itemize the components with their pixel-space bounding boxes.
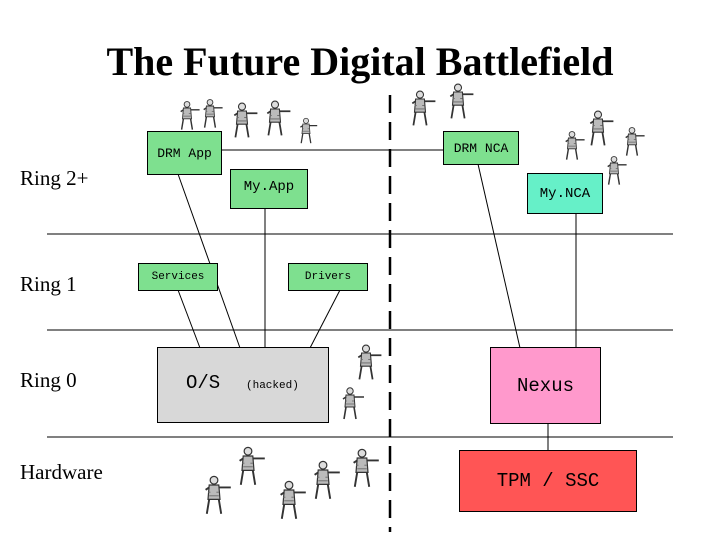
soldier-icon (352, 448, 380, 488)
soldier-icon (202, 98, 224, 129)
services-label: Services (151, 271, 205, 283)
drivers-label: Drivers (304, 271, 352, 283)
mynca-box: My.NCA (527, 173, 603, 214)
soldier-icon (233, 102, 259, 139)
hardware-label: Hardware (20, 460, 103, 484)
soldier-icon (606, 155, 628, 186)
os-box: O/S (hacked) (157, 347, 329, 423)
tpm-ssc-box: TPM / SSC (459, 450, 637, 512)
connector (309, 289, 341, 349)
nexus-box: Nexus (490, 347, 601, 424)
os-label: O/S (186, 372, 221, 394)
soldier-icon (238, 446, 266, 486)
nexus-label: Nexus (516, 374, 574, 397)
page-title: The Future Digital Battlefield (106, 39, 614, 84)
connector (177, 173, 241, 349)
hacked-label: (hacked) (246, 380, 299, 392)
ring-0-label: Ring 0 (20, 368, 77, 392)
soldier-icon (204, 475, 232, 515)
drm-nca-box: DRM NCA (443, 131, 519, 165)
soldier-icon (313, 460, 341, 500)
ring-2-label: Ring 2+ (20, 166, 89, 190)
soldier-icon (564, 130, 586, 161)
soldier-icon (357, 344, 383, 381)
tpm-ssc-label: TPM / SSC (496, 470, 600, 492)
drm-app-box: DRM App (147, 131, 222, 175)
connector (477, 163, 521, 349)
mynca-label: My.NCA (539, 185, 591, 202)
drm-app-label: DRM App (157, 146, 212, 161)
soldier-icon (589, 110, 615, 147)
myapp-box: My.App (230, 169, 308, 209)
soldier-icon (342, 386, 365, 420)
ring-1-label: Ring 1 (20, 272, 77, 296)
myapp-label: My.App (243, 179, 295, 195)
soldier-icon (179, 100, 201, 131)
soldier-icon (624, 126, 646, 157)
soldier-icon (279, 480, 307, 520)
drm-nca-label: DRM NCA (453, 140, 509, 156)
drivers-box: Drivers (288, 263, 368, 291)
connector (177, 289, 201, 349)
services-box: Services (138, 263, 218, 291)
soldier-icon (266, 100, 292, 137)
soldier-icon (299, 117, 318, 144)
soldier-icon (411, 90, 437, 127)
soldier-icon (449, 83, 475, 120)
